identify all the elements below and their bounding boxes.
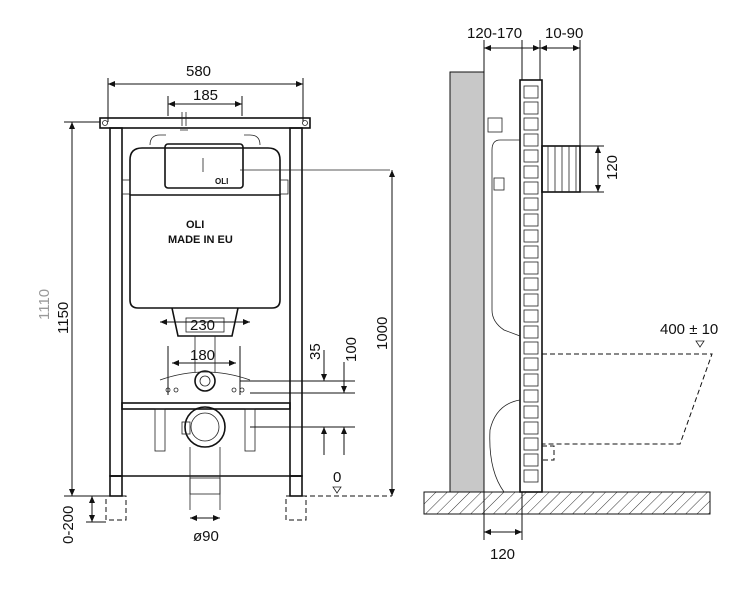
floor-level-marker-icon [332, 486, 342, 494]
flush-plate-width-label: 185 [193, 87, 218, 104]
frame-height-faded-label: 1110 [36, 289, 53, 320]
offset-100-label: 100 [343, 337, 360, 362]
made-in-label: MADE IN EU [168, 234, 233, 246]
bolt-spacing-180-label: 180 [190, 347, 215, 364]
bolt-spacing-230-label: 230 [190, 317, 215, 334]
offset-35-label: 35 [307, 343, 324, 360]
frame-height-label: 1150 [55, 302, 72, 334]
brand-label: OLI [186, 219, 204, 231]
inlet-offset-label: 10-90 [545, 25, 583, 42]
depth-label: 120-170 [467, 25, 522, 42]
plate-brand-label: OLI [215, 177, 228, 186]
side-view: 120-170 10-90 [423, 25, 718, 563]
width-label: 580 [186, 63, 211, 80]
drain-diameter-label: ø90 [193, 528, 219, 545]
frame-slots [523, 85, 539, 483]
wc-height-label: 1000 [374, 317, 391, 350]
frame-depth-label: 120 [490, 546, 515, 563]
inlet-height-label: 120 [604, 155, 621, 180]
bowl-height-label: 400 ± 10 [660, 321, 718, 338]
floor-zero-label: 0 [333, 469, 341, 486]
foot-adjust-label: 0-200 [60, 506, 77, 544]
bowl-level-marker-icon [695, 340, 705, 348]
front-view: 580 185 OLI OLI MADE [36, 63, 395, 545]
